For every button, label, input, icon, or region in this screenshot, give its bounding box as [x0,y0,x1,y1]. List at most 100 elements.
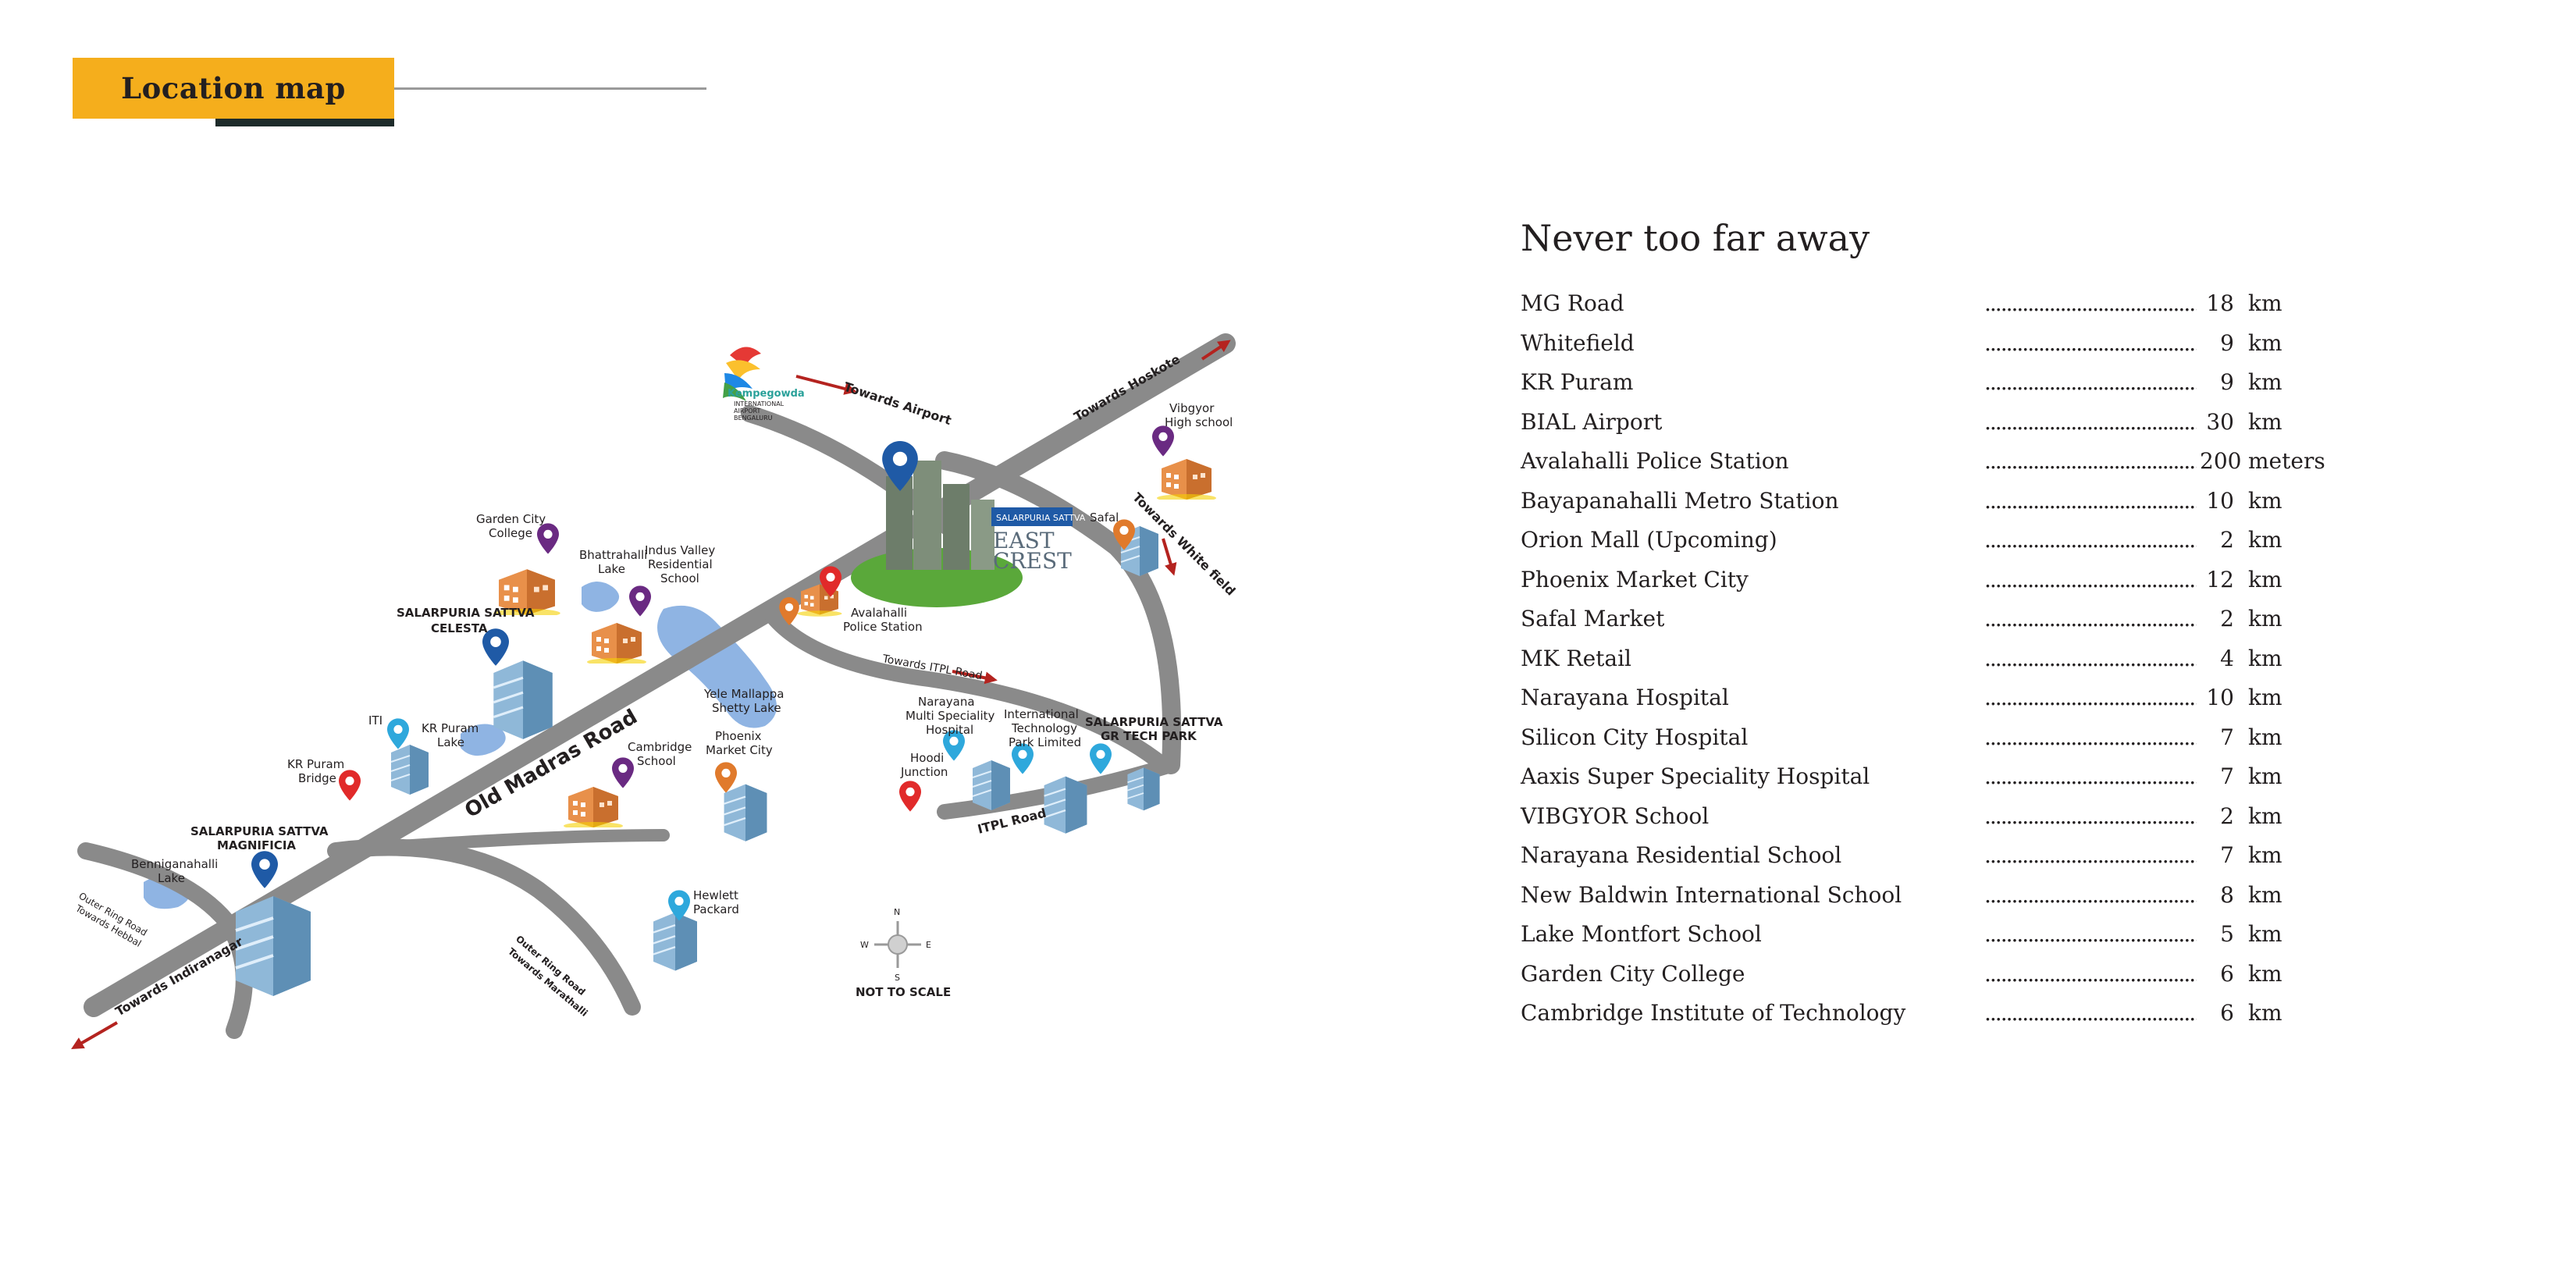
distance-name: Silicon City Hospital [1521,724,1749,750]
itpl-label-1: International [1004,707,1079,721]
distance-unit: meters [2248,448,2325,474]
distance-unit: km [2248,842,2282,868]
distance-leader-dots: ........................................… [1984,802,2197,829]
magnificia-label-1: SALARPURIA SATTVA [190,824,329,838]
compass-west: W [860,940,869,950]
compass-east: E [926,940,931,950]
distance-unit: km [2248,1000,2282,1026]
gr-tech-park-label-1: SALARPURIA SATTVA [1085,715,1223,729]
east-crest-brand-label: SALARPURIA SATTVA [996,513,1086,523]
distance-name: Avalahalli Police Station [1521,448,1789,474]
east-crest-project [851,461,1073,607]
vibgyor-building [1157,459,1216,500]
distance-row: Phoenix Market City.....................… [1521,560,2457,600]
benniganahalli-label-1: Benniganahalli [131,857,218,871]
kr-puram-bridge-label-1: KR Puram [287,757,344,771]
distance-leader-dots: ........................................… [1984,566,2197,592]
kempegowda-airport-logo [723,347,761,401]
narayana-label-2: Multi Speciality [906,709,995,723]
distance-unit: km [2248,645,2282,671]
distance-leader-dots: ........................................… [1984,487,2197,514]
distance-value: 9 [2220,329,2234,356]
compass-north: N [894,907,900,917]
distance-value: 9 [2220,369,2234,395]
distance-row: Narayana Residential School.............… [1521,836,2457,876]
distance-unit: km [2248,921,2282,947]
kr-puram-lake-label-1: KR Puram [422,721,479,735]
distance-row: MG Road.................................… [1521,284,2457,324]
direction-arrows [71,340,1231,1049]
indus-valley-label-1: Indus Valley [645,543,715,557]
compass-south: S [895,973,900,983]
distance-unit: km [2248,685,2282,710]
distance-leader-dots: ........................................… [1984,960,2197,987]
orr-hebbal [77,842,253,1039]
distance-row: Bayapanahalli Metro Station.............… [1521,482,2457,521]
distance-leader-dots: ........................................… [1984,369,2197,395]
benniganahalli-label-2: Lake [158,871,185,885]
distance-leader-dots: ........................................… [1984,685,2197,710]
distance-row: Garden City College.....................… [1521,955,2457,994]
narayana-hospital-building [972,760,1011,811]
phoenix-label-1: Phoenix [715,729,762,743]
distance-row: Narayana Hospital.......................… [1521,678,2457,718]
distance-unit: km [2248,290,2282,316]
kempegowda-label: Kempegowda [728,388,805,400]
orr-marathalli [327,838,641,1016]
distance-row: Orion Mall (Upcoming)...................… [1521,521,2457,560]
distance-name: Garden City College [1521,960,1745,987]
hoodi-label-2: Junction [900,765,948,779]
hewlett-packard-label-2: Packard [693,902,739,916]
distance-unit: km [2248,724,2282,750]
distance-value: 4 [2220,645,2234,671]
distance-unit: km [2248,606,2282,632]
cambridge-building [564,787,623,827]
header-title-box: Location map [73,58,394,119]
distance-unit: km [2248,329,2282,356]
avalahalli-label-1: Avalahalli [851,606,907,620]
distance-value: 12 [2206,566,2234,592]
yele-mallappa-lake [657,605,777,728]
distance-unit: km [2248,487,2282,514]
avalahalli-label-2: Police Station [843,620,923,634]
distance-name: Narayana Residential School [1521,842,1842,868]
distance-leader-dots: ........................................… [1984,763,2197,789]
distance-leader-dots: ........................................… [1984,527,2197,553]
header-rule [394,87,706,90]
vibgyor-pin [1152,425,1174,457]
itpl-road [765,609,1171,773]
distance-name: New Baldwin International School [1521,881,1902,908]
distance-value: 2 [2220,606,2234,632]
narayana-label-1: Narayana [918,695,975,709]
distance-leader-dots: ........................................… [1984,645,2197,671]
distance-value: 2 [2220,527,2234,553]
distance-value: 10 [2206,685,2234,710]
distance-name: Narayana Hospital [1521,685,1729,710]
distance-value: 7 [2220,724,2234,750]
yele-label-2: Shetty Lake [712,701,781,715]
distance-name: BIAL Airport [1521,408,1663,435]
distance-name: Whitefield [1521,329,1635,356]
hoodi-junction-pin [899,781,921,812]
distances-heading: Never too far away [1521,217,1870,259]
distance-value: 8 [2220,881,2234,908]
distance-value: 6 [2220,1000,2234,1026]
kr-puram-bridge-pin [339,770,361,801]
distance-name: MK Retail [1521,645,1631,671]
itpl-building [1043,775,1088,834]
kempegowda-sub-label-3: BENGALURU [734,415,773,422]
distance-value: 7 [2220,763,2234,789]
narayana-label-3: Hospital [926,723,973,737]
vibgyor-label-1: Vibgyor [1169,401,1215,415]
distance-row: Cambridge Institute of Technology.......… [1521,994,2457,1034]
garden-city-label-2: College [489,526,532,540]
distance-leader-dots: ........................................… [1984,606,2197,632]
distance-leader-dots: ........................................… [1984,329,2197,356]
kr-puram-lake [461,724,506,756]
distance-name: Orion Mall (Upcoming) [1521,527,1777,553]
distance-row: Lake Montfort School....................… [1521,915,2457,955]
hewlett-packard-building [652,911,699,972]
distance-value: 5 [2220,921,2234,947]
celesta-building [492,659,554,741]
distance-value: 6 [2220,960,2234,987]
